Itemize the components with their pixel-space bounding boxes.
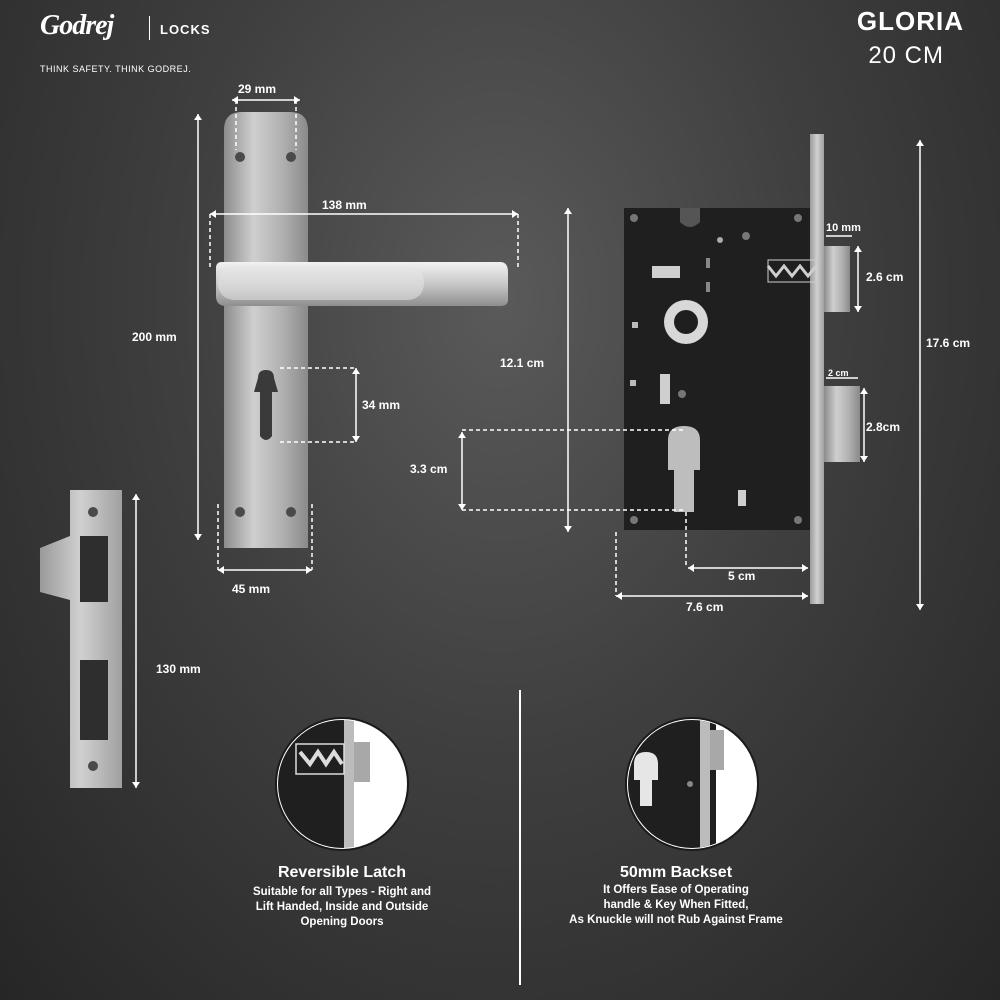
dim-bolt-height: 2.8cm	[866, 420, 901, 434]
feature-desc-reversible-latch: Suitable for all Types - Right and Lift …	[212, 885, 472, 930]
feature-desc-backset: It Offers Ease of Operating handle & Key…	[536, 883, 816, 928]
screw-hole-icon	[88, 507, 98, 517]
cylinder-keyhole-icon	[668, 426, 700, 512]
dimension-lines	[135, 99, 921, 788]
screw-hole-icon	[286, 507, 296, 517]
dim-handle-height: 200 mm	[132, 330, 177, 344]
screw-hole-icon	[235, 507, 245, 517]
feature-desc-line: It Offers Ease of Operating	[603, 884, 749, 896]
dim-handle-top-width: 29 mm	[238, 82, 277, 96]
screw-hole-icon	[88, 761, 98, 771]
feature-desc-line: handle & Key When Fitted,	[603, 899, 749, 911]
handle-backplate	[224, 112, 308, 548]
brand-division: LOCKS	[160, 22, 211, 37]
dim-bolt-depth: 2 cm	[828, 368, 849, 378]
dim-lever-length: 138 mm	[322, 198, 367, 212]
dim-latch-height: 2.6 cm	[866, 270, 904, 284]
product-name: GLORIA	[856, 6, 964, 36]
dim-handle-bottom-width: 45 mm	[232, 582, 271, 596]
dim-latch-depth: 10 mm	[826, 222, 861, 234]
dim-case-height: 12.1 cm	[500, 356, 545, 370]
screw-hole-icon	[286, 152, 296, 162]
cylinder-keyhole-icon	[254, 370, 278, 440]
latch-spring	[766, 263, 818, 279]
dead-bolt	[824, 386, 860, 462]
dim-faceplate-height: 17.6 cm	[926, 336, 971, 350]
dim-keyhole-depth: 3.3 cm	[410, 462, 448, 476]
lock-faceplate	[810, 134, 824, 604]
dimension-arrows	[132, 96, 924, 788]
brand-tagline: THINK SAFETY. THINK GODREJ.	[40, 64, 192, 74]
dim-keyhole-height: 34 mm	[362, 398, 401, 412]
mortise-lock-body	[624, 134, 860, 604]
dim-strike-height: 130 mm	[156, 662, 201, 676]
latch-bolt	[824, 246, 850, 312]
extension-lines	[209, 100, 687, 596]
feature-desc-line: As Knuckle will not Rub Against Frame	[569, 914, 783, 926]
reversible-latch-closeup	[275, 717, 409, 851]
feature-title-reversible-latch: Reversible Latch	[277, 864, 407, 881]
feature-desc-line: Suitable for all Types - Right and	[252, 886, 432, 898]
backset-closeup	[625, 717, 759, 851]
brand-divider	[149, 16, 150, 40]
strike-plate	[40, 490, 122, 788]
dim-case-width: 7.6 cm	[686, 600, 724, 614]
godrej-logo: Godrej	[40, 10, 114, 41]
feature-title-backset: 50mm Backset	[619, 864, 733, 881]
dim-backset: 5 cm	[728, 569, 756, 583]
feature-desc-line: Opening Doors	[300, 916, 384, 928]
feature-desc-line: Lift Handed, Inside and Outside	[255, 901, 429, 913]
product-size: 20 CM	[868, 42, 944, 69]
screw-hole-icon	[235, 152, 245, 162]
